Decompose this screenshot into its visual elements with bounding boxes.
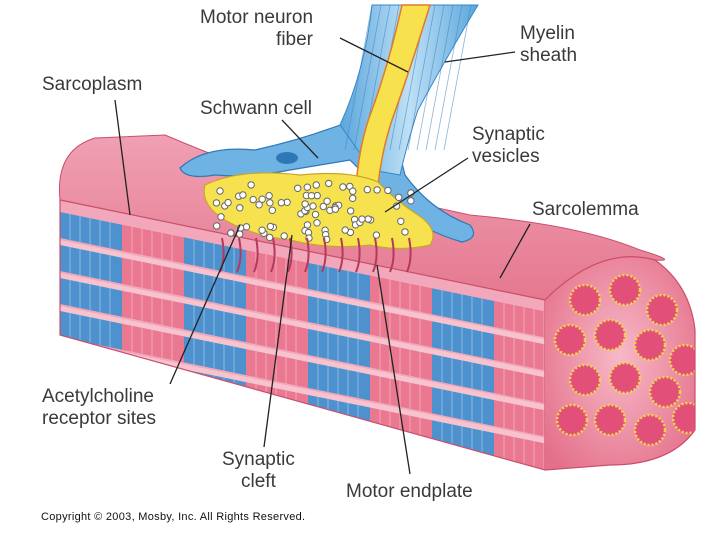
- synaptic-vesicle: [243, 224, 249, 230]
- synaptic-vesicle: [267, 234, 273, 240]
- synaptic-vesicle: [259, 227, 265, 233]
- label-acetylcholine-receptor-sites: Acetylcholine receptor sites: [42, 386, 156, 430]
- label-motor-neuron-fiber-line1: Motor neuron: [200, 7, 313, 29]
- myofibril-cross-section: [555, 325, 585, 355]
- synaptic-vesicle: [398, 218, 404, 224]
- synaptic-vesicle: [402, 229, 408, 235]
- synaptic-vesicle: [281, 233, 287, 239]
- label-sarcolemma: Sarcolemma: [532, 199, 639, 221]
- label-synaptic-vesicles-line1: Synaptic: [472, 124, 545, 146]
- label-motor-neuron-fiber: Motor neuron fiber: [200, 7, 313, 51]
- synaptic-vesicle: [218, 214, 224, 220]
- synaptic-vesicle: [302, 201, 308, 207]
- synaptic-vesicle: [320, 203, 326, 209]
- synaptic-vesicle: [213, 200, 219, 206]
- synaptic-vesicle: [266, 193, 272, 199]
- label-synaptic-cleft-line2: cleft: [222, 471, 295, 493]
- synaptic-vesicle: [312, 211, 318, 217]
- label-sarcoplasm: Sarcoplasm: [42, 74, 142, 96]
- synaptic-vesicle: [342, 227, 348, 233]
- label-synaptic-cleft-line1: Synaptic: [222, 449, 295, 471]
- synaptic-vesicle: [340, 184, 346, 190]
- myofibril-cross-section: [635, 415, 665, 445]
- myofibril-cross-section: [557, 405, 587, 435]
- synaptic-vesicle: [396, 194, 402, 200]
- label-synaptic-vesicles: Synaptic vesicles: [472, 124, 545, 168]
- synaptic-vesicle: [228, 230, 234, 236]
- synaptic-vesicle: [359, 216, 365, 222]
- synaptic-vesicle: [304, 222, 310, 228]
- myofibril-cross-section: [610, 363, 640, 393]
- myofibril-cross-section: [647, 295, 677, 325]
- label-acetylcholine-line2: receptor sites: [42, 408, 156, 430]
- synaptic-vesicle: [332, 206, 338, 212]
- synaptic-vesicle: [269, 207, 275, 213]
- myofibril-cross-section: [650, 377, 680, 407]
- synaptic-vesicle: [237, 205, 243, 211]
- synaptic-vesicle: [248, 182, 254, 188]
- synaptic-vesicle: [310, 203, 316, 209]
- synaptic-vesicle: [408, 198, 414, 204]
- synaptic-vesicle: [304, 184, 310, 190]
- synaptic-vesicle: [225, 199, 231, 205]
- synaptic-vesicle: [267, 223, 273, 229]
- synaptic-vesicle: [350, 195, 356, 201]
- synaptic-vesicle: [250, 196, 256, 202]
- synaptic-vesicle: [364, 186, 370, 192]
- label-motor-neuron-fiber-line2: fiber: [200, 29, 313, 51]
- label-schwann-cell: Schwann cell: [200, 98, 312, 120]
- synaptic-vesicle: [214, 223, 220, 229]
- synaptic-vesicle: [295, 185, 301, 191]
- synaptic-vesicle: [313, 182, 319, 188]
- synaptic-vesicle: [308, 193, 314, 199]
- myofibril-cross-section: [610, 275, 640, 305]
- synaptic-vesicle: [217, 188, 223, 194]
- myofibril-cross-section: [635, 330, 665, 360]
- synaptic-vesicle: [373, 232, 379, 238]
- synaptic-vesicle: [326, 180, 332, 186]
- synaptic-vesicle: [240, 192, 246, 198]
- synaptic-vesicle: [314, 220, 320, 226]
- label-acetylcholine-line1: Acetylcholine: [42, 386, 156, 408]
- schwann-cell-nucleus: [276, 152, 298, 164]
- synaptic-vesicle: [278, 200, 284, 206]
- label-myelin-sheath: Myelin sheath: [520, 23, 577, 67]
- copyright-notice: Copyright © 2003, Mosby, Inc. All Rights…: [41, 511, 305, 523]
- synaptic-vesicle: [350, 188, 356, 194]
- label-synaptic-cleft: Synaptic cleft: [222, 449, 295, 493]
- myofibril-cross-section: [595, 405, 625, 435]
- label-myelin-sheath-line2: sheath: [520, 45, 577, 67]
- synaptic-vesicle: [267, 200, 273, 206]
- synaptic-vesicle: [365, 216, 371, 222]
- myofibril-cross-section: [673, 403, 703, 433]
- leader-myelin-sheath: [445, 52, 515, 62]
- label-synaptic-vesicles-line2: vesicles: [472, 146, 545, 168]
- synaptic-vesicle: [385, 187, 391, 193]
- synaptic-vesicle: [374, 187, 380, 193]
- myofibril-cross-section: [570, 365, 600, 395]
- label-motor-endplate: Motor endplate: [346, 481, 473, 503]
- myofibril-cross-section: [595, 320, 625, 350]
- synaptic-vesicle: [259, 196, 265, 202]
- myofibril-cross-section: [570, 285, 600, 315]
- label-myelin-sheath-line1: Myelin: [520, 23, 577, 45]
- synaptic-vesicle: [348, 208, 354, 214]
